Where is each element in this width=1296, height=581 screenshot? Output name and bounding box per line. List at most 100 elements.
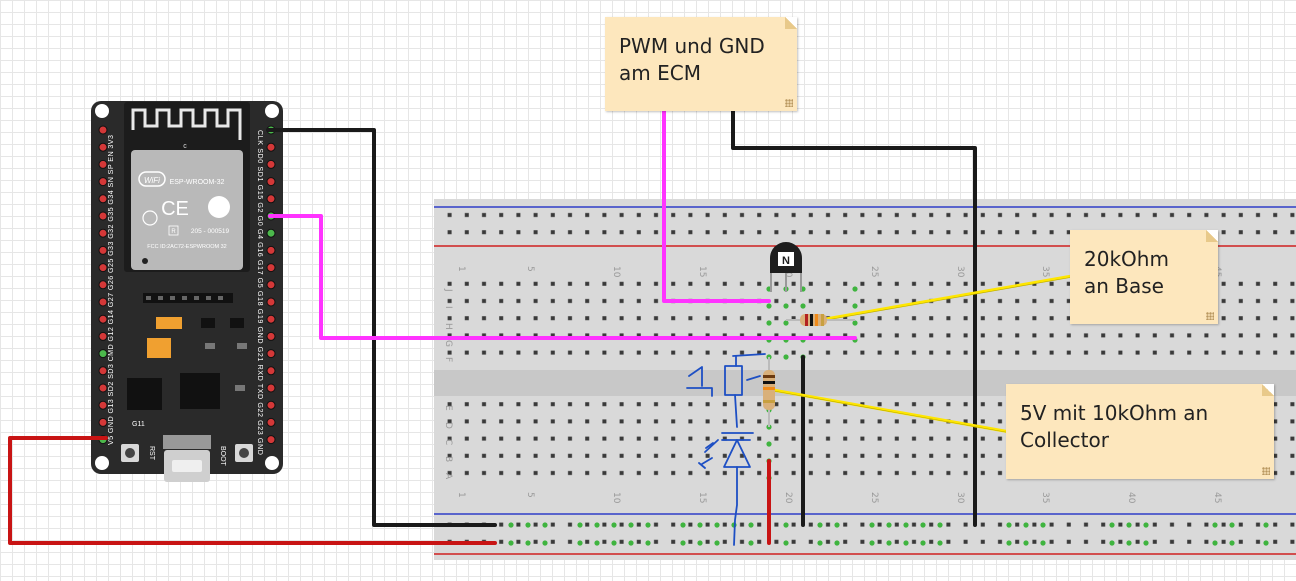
header-pin[interactable] <box>98 383 108 393</box>
antenna-label: c <box>183 143 187 150</box>
header-pin[interactable] <box>266 435 276 445</box>
header-pin[interactable] <box>266 400 276 410</box>
header-pin[interactable] <box>266 331 276 341</box>
header-pin[interactable] <box>266 349 276 359</box>
header-pin[interactable] <box>98 228 108 238</box>
note-collector: 5V mit 10kOhm an Collector <box>1006 384 1274 479</box>
sketch-schematic <box>686 353 766 546</box>
header-pin[interactable] <box>98 125 108 135</box>
header-pin[interactable] <box>98 417 108 427</box>
header-pin[interactable] <box>98 263 108 273</box>
column-number: 5 <box>525 492 535 498</box>
header-pin[interactable] <box>98 331 108 341</box>
header-pin[interactable] <box>266 297 276 307</box>
capacitor <box>147 338 171 358</box>
resistor-20k[interactable] <box>786 314 855 326</box>
header-pin[interactable] <box>98 211 108 221</box>
svg-text:WiFi: WiFi <box>144 176 160 185</box>
callout-collector <box>771 388 1012 434</box>
row-letter: G <box>443 340 453 347</box>
rst-button-cap[interactable] <box>125 448 135 458</box>
header-pin[interactable] <box>266 159 276 169</box>
esp32-board[interactable]: c WiFi ESP-WROOM-32 CE R 205 - 000519 FC… <box>91 101 283 482</box>
wire-gnd-esp <box>266 128 497 527</box>
note-fold <box>785 17 797 29</box>
resistor-10k[interactable] <box>763 357 775 427</box>
header-pin[interactable] <box>266 245 276 255</box>
header-pin[interactable] <box>266 177 276 187</box>
header-pin[interactable] <box>98 314 108 324</box>
header-pin[interactable] <box>98 400 108 410</box>
header-pin[interactable] <box>98 159 108 169</box>
wire-pwm <box>662 109 771 303</box>
mount-hole-br <box>265 456 279 470</box>
row-letter: B <box>443 456 453 462</box>
fcc-id: FCC ID:2AC72-ESPWROOM 32 <box>147 244 226 250</box>
note-base-line1: 20kOhm <box>1084 247 1169 271</box>
transistor-smd-1 <box>201 318 215 328</box>
header-pin[interactable] <box>98 194 108 204</box>
rst-label: RST <box>148 446 155 461</box>
note-grip <box>785 99 793 107</box>
column-number: 40 <box>1126 492 1136 504</box>
header-pin[interactable] <box>98 297 108 307</box>
boot-button-cap[interactable] <box>239 448 249 458</box>
header-pin[interactable] <box>266 417 276 427</box>
mount-hole-tl <box>95 104 109 118</box>
header-pin[interactable] <box>266 142 276 152</box>
npn-transistor-icon[interactable]: N <box>770 242 802 292</box>
row-letter: I <box>443 306 453 309</box>
header-pin[interactable] <box>266 314 276 324</box>
note-grip <box>1206 312 1214 320</box>
header-pin[interactable] <box>266 280 276 290</box>
usb-port-icon <box>163 435 211 482</box>
antenna-trace <box>131 108 242 140</box>
header-pin[interactable] <box>266 366 276 376</box>
right-pin-labels: CLK SD0 SD1 G15 G2 G0 G4 G16 G17 G5 G18 … <box>256 130 265 455</box>
column-number: 25 <box>869 266 879 277</box>
header-pin[interactable] <box>266 263 276 273</box>
recycle-icon <box>142 210 158 226</box>
column-number: 30 <box>955 492 965 504</box>
wire-5v <box>8 436 497 545</box>
note-base: 20kOhm an Base <box>1070 230 1218 324</box>
header-pin[interactable] <box>266 194 276 204</box>
smd-res-2 <box>237 343 247 349</box>
header-pin[interactable] <box>98 366 108 376</box>
wifi-logo-icon: WiFi <box>138 171 166 187</box>
module-code: 205 - 000519 <box>191 228 230 235</box>
column-number: 35 <box>1040 492 1050 503</box>
column-number: 5 <box>525 266 535 272</box>
header-pin[interactable] <box>98 349 108 359</box>
pin-strip <box>143 293 233 303</box>
column-number: 1 <box>456 492 466 498</box>
column-number: 20 <box>783 492 793 504</box>
column-number: 35 <box>1040 266 1050 277</box>
header-pin[interactable] <box>266 383 276 393</box>
module-dot <box>142 258 148 264</box>
row-letter: C <box>443 439 453 445</box>
row-letter: A <box>443 473 453 480</box>
smd-res-3 <box>235 385 245 391</box>
header-pin[interactable] <box>266 228 276 238</box>
boot-label: BOOT <box>219 446 226 467</box>
row-letter: D <box>443 422 453 429</box>
header-pin[interactable] <box>98 245 108 255</box>
header-pin[interactable] <box>98 142 108 152</box>
row-letter: H <box>443 323 453 330</box>
regulator <box>127 378 162 410</box>
wifi-alliance-icon <box>208 196 230 218</box>
row-letter: E <box>443 405 453 411</box>
transistor-smd-2 <box>230 318 244 328</box>
note-pwm: PWM und GND am ECM <box>605 17 797 111</box>
mount-hole-bl <box>95 456 109 470</box>
usb-uart-chip <box>180 373 220 409</box>
row-letters-bottom: E D C B A <box>443 405 453 480</box>
column-number: 10 <box>611 266 621 278</box>
reg-box <box>168 225 179 236</box>
header-pin[interactable] <box>98 280 108 290</box>
header-pin[interactable] <box>98 177 108 187</box>
wire-g23 <box>268 214 857 340</box>
note-grip <box>1262 467 1270 475</box>
